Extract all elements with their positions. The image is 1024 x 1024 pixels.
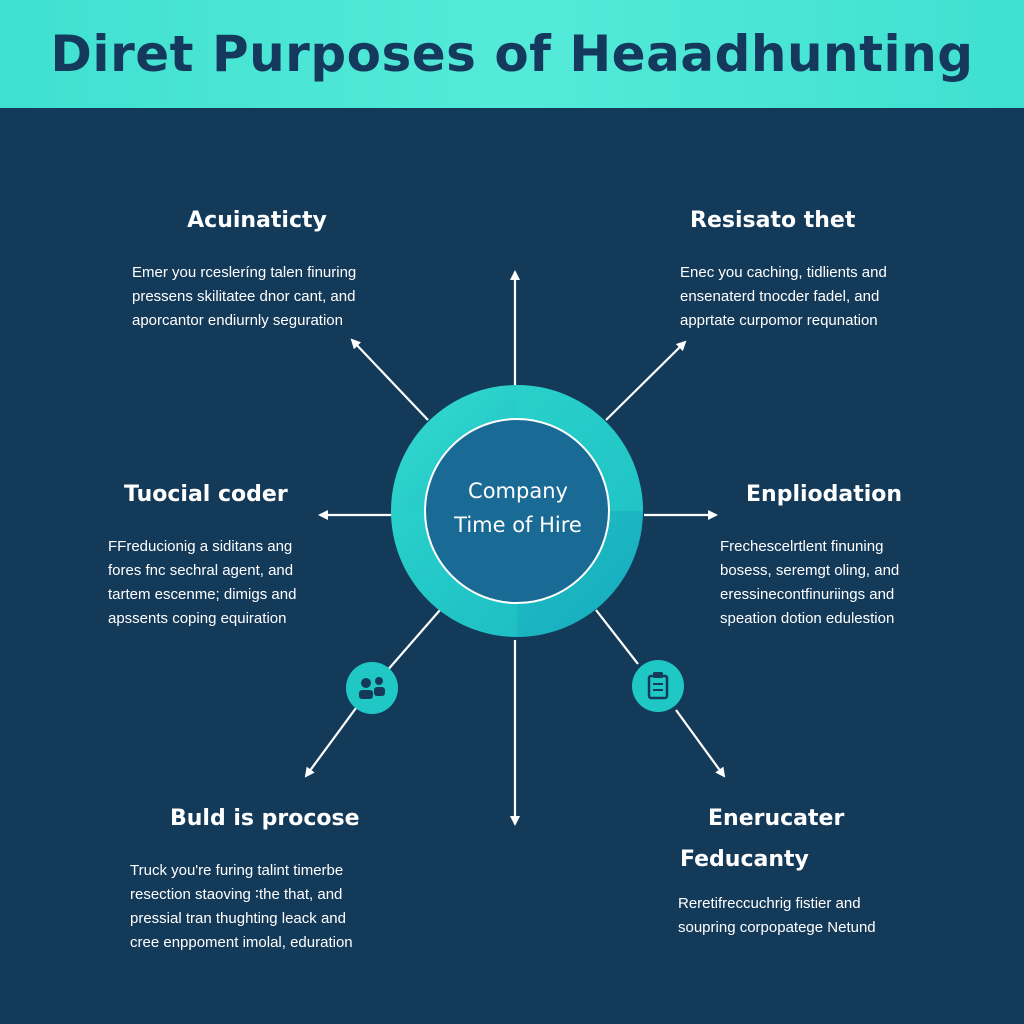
- block-line: eressinecontfinuriings and: [720, 586, 895, 603]
- block-subtitle: Feducanty: [680, 847, 809, 872]
- hub-label-line2: Time of Hire: [454, 513, 582, 537]
- arrow-lower-left-a: [385, 609, 441, 673]
- team-icon: [346, 662, 398, 714]
- block-mid-right: Enpliodation Frechescelrtlent finuning b…: [720, 482, 940, 631]
- block-line: apssents coping equiration: [108, 610, 287, 627]
- block-line: Enec you caching, tidlients and: [680, 264, 887, 281]
- block-line: fores fnc sechral agent, and: [108, 562, 294, 579]
- block-line: Reretifreccuchrig fistier and: [678, 895, 861, 912]
- block-line: pressial tran thughting leack and: [130, 910, 346, 927]
- block-line: ensenaterd tnocder fadel, and: [680, 288, 880, 305]
- block-top-left: Acuinaticty Emer you rcesleríng talen fi…: [132, 208, 412, 333]
- block-line: cree enppoment imolal, eduration: [130, 934, 353, 951]
- block-line: pressens skilitatee dnor cant, and: [132, 288, 356, 305]
- block-line: Truck you're furing talint timerbe: [130, 862, 344, 879]
- arrow-lower-left-b: [304, 707, 357, 778]
- block-line: bosess, seremgt oling, and: [720, 562, 900, 579]
- block-line: speation dotion edulestion: [720, 610, 895, 627]
- block-line: Emer you rcesleríng talen finuring: [132, 264, 357, 281]
- block-bottom-left: Buld is procose Truck you're furing tali…: [130, 806, 410, 955]
- block-title: Tuocial coder: [124, 482, 288, 507]
- block-line: FFreducionig a siditans ang: [108, 538, 293, 555]
- block-title: Acuinaticty: [187, 208, 327, 233]
- block-title: Buld is procose: [170, 806, 360, 831]
- block-line: resection staoving ∶the that, and: [130, 886, 343, 903]
- block-line: soupring corpopatege Netund: [678, 919, 876, 936]
- block-mid-left: Tuocial coder FFreducionig a siditans an…: [108, 482, 328, 631]
- connector-arrows: [304, 270, 726, 826]
- hub-label-line1: Company: [468, 479, 568, 503]
- block-line: aporcantor endiurnly seguration: [132, 312, 343, 329]
- arrow-lower-right-b: [675, 709, 726, 778]
- arrow-upper-right: [605, 340, 687, 421]
- block-title: Enerucater: [708, 806, 845, 831]
- block-top-right: Resisato thet Enec you caching, tidlient…: [680, 208, 940, 333]
- block-bottom-right: Enerucater Feducanty Reretifreccuchrig f…: [678, 806, 918, 940]
- block-line: tartem escenme; dimigs and: [108, 586, 297, 603]
- block-line: Frechescelrtlent finuning: [720, 538, 884, 555]
- block-title: Resisato thet: [690, 208, 856, 233]
- hub-label: Company Time of Hire: [430, 474, 606, 542]
- block-line: apprtate curpomor requnation: [680, 312, 878, 329]
- central-hub: [391, 385, 643, 637]
- block-title: Enpliodation: [746, 482, 903, 507]
- arrow-lower-right-a: [595, 609, 639, 665]
- arrow-upper-left: [350, 338, 429, 421]
- clipboard-icon: [632, 660, 684, 712]
- header-banner: Diret Purposes of Heaadhunting: [0, 0, 1024, 108]
- page-title: Diret Purposes of Heaadhunting: [50, 25, 974, 83]
